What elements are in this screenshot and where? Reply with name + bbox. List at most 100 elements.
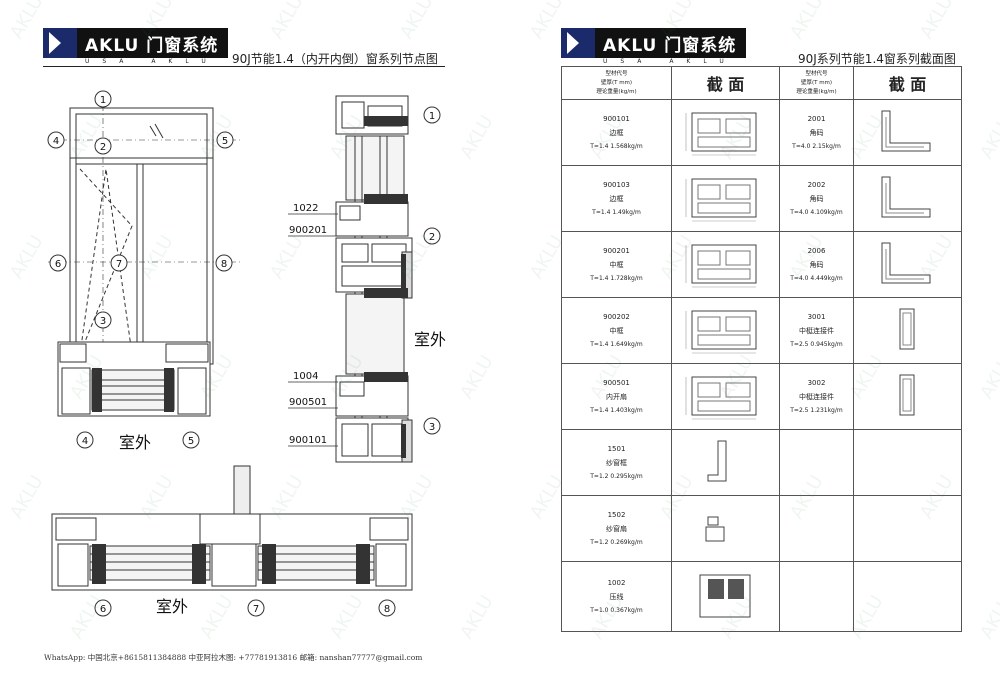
node-drawing-left: 1 2 3 4 5 6 7 8 1 2 3 4 5 6 7 8	[47, 90, 446, 617]
exterior-label-vertical: 室外	[414, 330, 446, 349]
brand-subtitle: USA AKLU	[85, 58, 219, 65]
profile-code: 2006	[807, 246, 826, 255]
profile-spec: T=2.5 1.231kg/m	[790, 406, 843, 414]
profile-spec: T=4.0 4.109kg/m	[790, 208, 843, 216]
profile-code: 1501	[607, 444, 626, 453]
watermark-text: AKLU	[976, 592, 1000, 643]
right-spec-cell	[779, 429, 854, 496]
profile-name: 边框	[609, 194, 624, 203]
profile-spec: T=4.0 2.15kg/m	[792, 142, 841, 150]
profile-spec: T=1.4 1.568kg/m	[590, 142, 643, 150]
left-section-drawing	[671, 165, 780, 232]
profile-section-icon	[685, 376, 756, 419]
profile-name: 角码	[809, 128, 824, 137]
callout-900201: 900201	[289, 225, 327, 236]
node-2-label: 2	[100, 142, 106, 153]
profile-section-icon	[685, 178, 756, 221]
brand-subtitle-right: USA AKLU	[603, 58, 737, 65]
profile-name: 边框	[609, 128, 624, 137]
profile-spec: T=1.4 1.649kg/m	[590, 340, 643, 348]
left-spec-cell: 1501 纱窗框 T=1.2 0.295kg/m	[561, 429, 672, 496]
left-section-drawing	[671, 429, 780, 496]
table-row: 900202 中框 T=1.4 1.649kg/m 3001 中梃连接件 T=2.5 0.…	[561, 297, 962, 364]
right-section-drawing	[853, 297, 962, 364]
node-1-label: 1	[100, 95, 106, 106]
profile-code: 3001	[807, 312, 826, 321]
profile-code: 900201	[603, 246, 630, 255]
watermark-text: AKLU	[396, 0, 437, 43]
left-section-drawing	[671, 495, 780, 562]
page-title-left: 90J节能1.4（内开内倒）窗系列节点图	[232, 52, 438, 66]
left-section-drawing	[671, 99, 780, 166]
profile-name: 角码	[809, 260, 824, 269]
profile-section-icon	[881, 176, 930, 217]
profile-name: 中梃连接件	[799, 326, 834, 335]
section-node-3-label: 3	[429, 422, 435, 433]
right-section-drawing	[853, 165, 962, 232]
profile-spec: T=1.2 0.295kg/m	[590, 472, 643, 480]
profile-name: 中框	[609, 260, 624, 269]
profile-name: 角码	[809, 194, 824, 203]
section-header-left: 截 面	[671, 66, 780, 100]
profile-code: 900202	[603, 312, 630, 321]
spec-header-left: 型材代号 壁厚(T mm) 理论重量(kg/m)	[561, 66, 672, 100]
node-4-label: 4	[53, 136, 59, 147]
callout-900501: 900501	[289, 397, 327, 408]
node-3-label: 3	[100, 316, 106, 327]
k-logo-icon-right	[561, 28, 595, 58]
watermark-text: AKLU	[976, 352, 1000, 403]
profile-spec: T=2.5 0.945kg/m	[790, 340, 843, 348]
profile-name: 中梃连接件	[799, 392, 834, 401]
watermark-text: AKLU	[976, 112, 1000, 163]
right-spec-cell	[779, 495, 854, 562]
section-node-5-label: 5	[188, 436, 194, 447]
right-section-drawing	[853, 429, 962, 496]
table-header-row: 型材代号 壁厚(T mm) 理论重量(kg/m) 截 面 型材代号 壁厚(T m…	[561, 66, 962, 100]
profile-name: 压线	[609, 592, 624, 601]
profile-section-icon	[685, 310, 756, 353]
contact-footer: WhatsApp: 中国北京+8615811384888 中亚阿拉木图: +77…	[44, 653, 423, 662]
profile-section-icon	[699, 574, 750, 617]
brand-logo-right: AKLU 门窗系统 USA AKLU	[561, 28, 747, 65]
table-row: 1501 纱窗框 T=1.2 0.295kg/m	[561, 429, 962, 496]
watermark-text: AKLU	[6, 0, 47, 43]
right-section-drawing	[853, 231, 962, 298]
k-logo-icon	[43, 28, 77, 58]
title-rule-left	[43, 66, 445, 67]
callout-900101: 900101	[289, 435, 327, 446]
brand-logo-left: AKLU 门窗系统 USA AKLU	[43, 28, 229, 65]
profile-name: 纱窗框	[606, 458, 627, 467]
profile-name: 纱窗扇	[606, 524, 627, 533]
left-section-drawing	[671, 231, 780, 298]
section-header-right: 截 面	[853, 66, 962, 100]
exterior-label-left: 室外	[119, 433, 151, 452]
profile-name: 中框	[609, 326, 624, 335]
node-7-label: 7	[116, 259, 122, 270]
section-node-7-label: 7	[253, 604, 259, 615]
profile-code: 2002	[807, 180, 826, 189]
profile-section-icon	[685, 244, 756, 287]
section-node-2-label: 2	[429, 232, 435, 243]
right-spec-cell: 3001 中梃连接件 T=2.5 0.945kg/m	[779, 297, 854, 364]
callout-1004: 1004	[293, 371, 318, 382]
watermark-text: AKLU	[786, 0, 827, 43]
section-node-1-label: 1	[429, 111, 435, 122]
profile-section-icon	[899, 374, 914, 415]
brand-name: AKLU 门窗系统	[77, 28, 229, 58]
profile-section-icon	[881, 242, 930, 283]
right-spec-cell: 2002 角码 T=4.0 4.109kg/m	[779, 165, 854, 232]
right-section-drawing	[853, 561, 962, 632]
profile-spec: T=1.4 1.403kg/m	[590, 406, 643, 414]
spec-header-right: 型材代号 壁厚(T mm) 理论重量(kg/m)	[779, 66, 854, 100]
profile-code: 900103	[603, 180, 630, 189]
